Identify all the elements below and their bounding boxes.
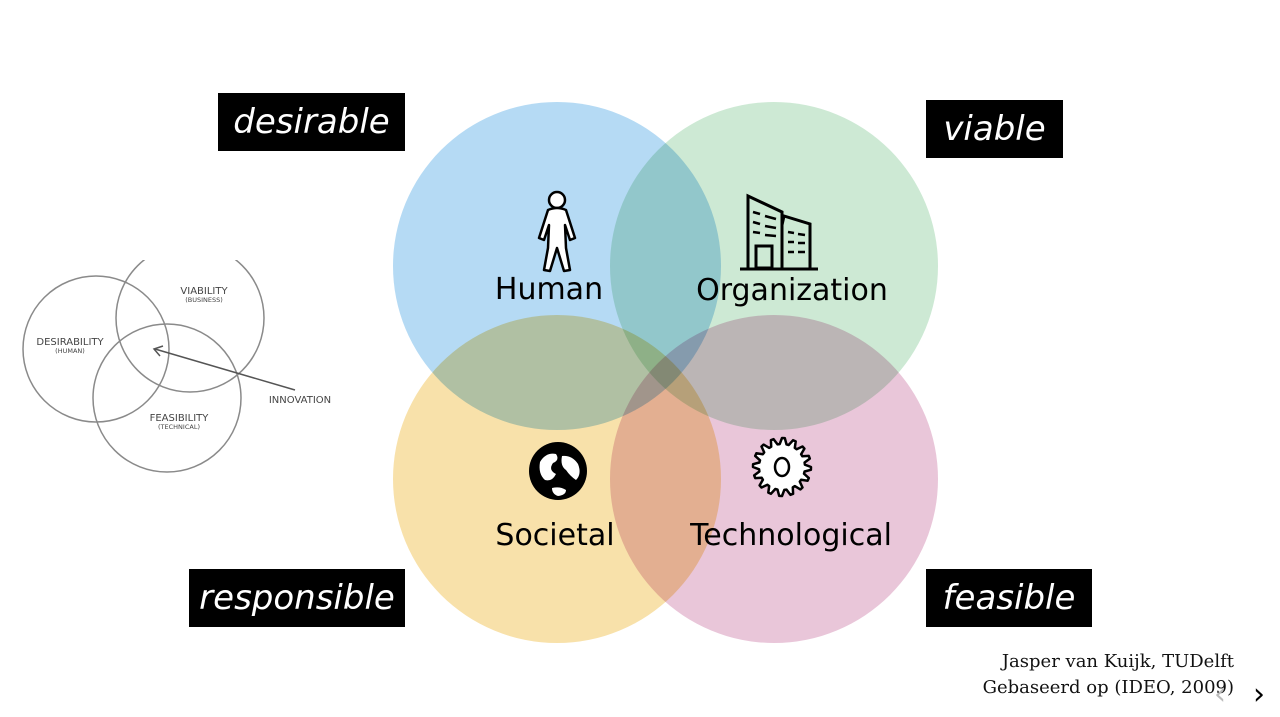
technological-label: Technological [689, 518, 892, 553]
societal-label: Societal [495, 518, 614, 553]
viability-sub: (BUSINESS) [185, 296, 223, 304]
building-icon [740, 193, 818, 271]
gear-icon [751, 436, 813, 498]
feasibility-sub: (TECHNICAL) [158, 423, 200, 431]
feasibility-circle [92, 323, 242, 473]
feasibility-text: FEASIBILITY [150, 413, 210, 424]
innovation-arrow [152, 345, 296, 391]
next-slide-button[interactable]: › [1253, 677, 1265, 712]
responsible-tag: responsible [189, 569, 405, 627]
human-label: Human [495, 272, 603, 307]
ideo-venn-diagram: DESIRABILITY (HUMAN) VIABILITY (BUSINESS… [22, 260, 331, 473]
credit-source: Gebaseerd op (IDEO, 2009) [982, 677, 1234, 698]
prev-slide-button[interactable]: ‹ [1214, 677, 1226, 712]
globe-icon [529, 442, 587, 500]
person-icon [537, 190, 577, 273]
viability-circle [115, 260, 265, 393]
viable-tag: viable [926, 100, 1063, 158]
gear-hub [773, 456, 791, 478]
desirable-tag: desirable [218, 93, 405, 151]
desirability-circle [22, 275, 170, 423]
desirability-sub: (HUMAN) [55, 347, 85, 355]
viability-text: VIABILITY [180, 286, 228, 297]
feasible-tag: feasible [926, 569, 1092, 627]
organization-label: Organization [696, 273, 888, 308]
desirability-text: DESIRABILITY [36, 337, 104, 348]
innovation-text: INNOVATION [269, 395, 331, 406]
credit-author: Jasper van Kuijk, TUDelft [1001, 651, 1234, 672]
